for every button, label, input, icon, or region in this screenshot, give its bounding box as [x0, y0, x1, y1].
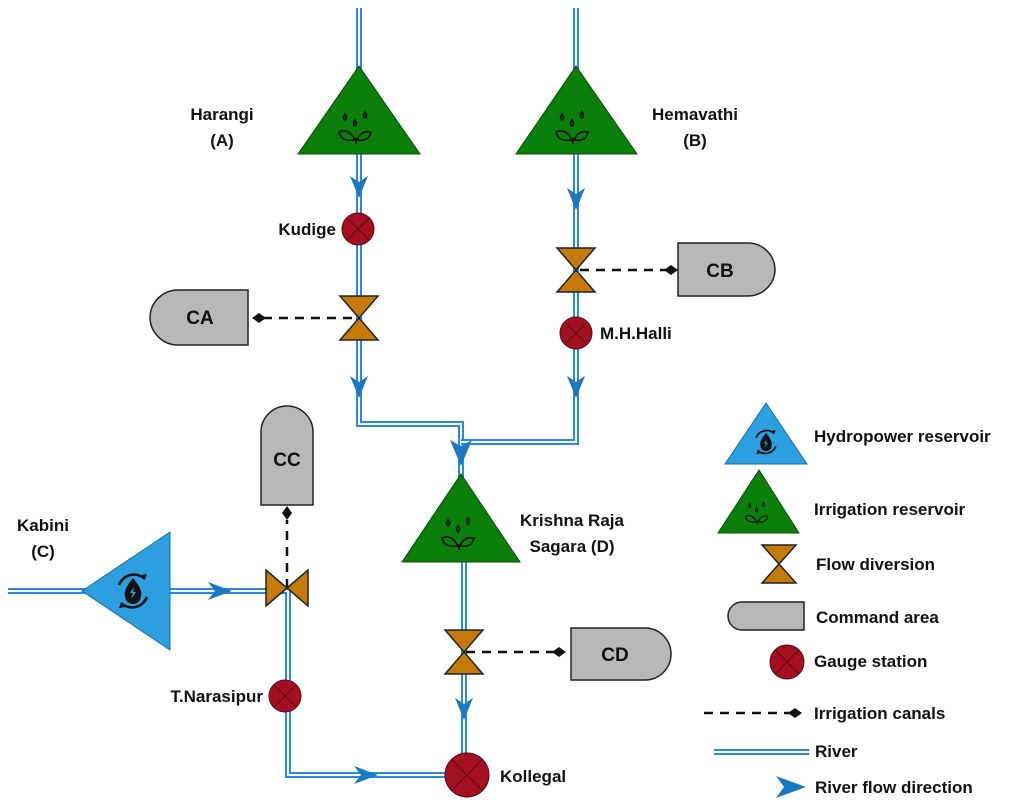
- canal-diamond-icon: [552, 647, 566, 657]
- legend-item-hydropower-reservoir: Hydropower reservoir: [724, 402, 991, 465]
- reservoir-code: (B): [683, 131, 707, 150]
- reservoir-code: (A): [210, 131, 234, 150]
- legend-item-irrigation-reservoir: Irrigation reservoir: [717, 469, 966, 534]
- legend-label: Gauge station: [814, 652, 927, 671]
- legend-label: Irrigation canals: [814, 704, 945, 723]
- legend-label: Hydropower reservoir: [814, 427, 991, 446]
- flow-diversion-ca[interactable]: [338, 295, 380, 341]
- flow-diversion-icon: [760, 544, 798, 584]
- flow-arrow-icon: [208, 582, 232, 600]
- legend-item-gauge-station: Gauge station: [769, 644, 927, 680]
- flow-diversion-cd[interactable]: [443, 629, 485, 675]
- legend-label: Command area: [816, 608, 939, 627]
- irrigation-canals: [252, 265, 678, 657]
- reservoir-hemavathi[interactable]: Hemavathi (B): [515, 65, 738, 155]
- river-network: [8, 8, 579, 778]
- reservoir-krishna-raja-sagara[interactable]: Krishna Raja Sagara (D): [401, 473, 625, 563]
- command-area-shape: [677, 242, 776, 297]
- command-area-shape: [727, 601, 805, 631]
- flow-diversion-cc[interactable]: [265, 568, 309, 608]
- flow-arrow-icon: [455, 698, 473, 720]
- flow-arrow-icon: [350, 376, 368, 398]
- irrigation-reservoir-icon: [717, 469, 800, 534]
- command-area-label: CB: [706, 261, 733, 282]
- reservoir-name: Sagara (D): [529, 537, 614, 556]
- flow-arrow-icon: [350, 176, 368, 198]
- gauge-station-label: Kudige: [278, 220, 336, 239]
- command-area-shape: [149, 289, 249, 346]
- reservoir-code: (C): [31, 542, 55, 561]
- river-kabini-branch: [8, 588, 450, 778]
- command-area-cc[interactable]: CC: [260, 405, 314, 506]
- legend-item-irrigation-canals: Irrigation canals: [704, 704, 945, 723]
- command-area-shape: [260, 405, 314, 506]
- canal-diamond-icon: [282, 506, 292, 520]
- reservoir-name: Harangi: [190, 105, 253, 124]
- gauge-station-mhhalli[interactable]: M.H.Halli: [559, 316, 672, 350]
- command-area-shape: [570, 627, 672, 681]
- gauge-station-label: T.Narasipur: [170, 687, 263, 706]
- reservoir-name: Kabini: [17, 516, 69, 535]
- legend-label: Irrigation reservoir: [814, 500, 966, 519]
- canal-diamond-icon: [664, 265, 678, 275]
- flow-diversion-icon: [338, 295, 380, 341]
- legend-item-flow-diversion: Flow diversion: [760, 544, 935, 584]
- legend-item-river: River: [714, 742, 858, 761]
- legend-item-river-flow-direction: River flow direction: [776, 776, 973, 798]
- legend-label: River flow direction: [815, 778, 973, 797]
- gauge-station-tnarasipur[interactable]: T.Narasipur: [170, 679, 302, 713]
- gauge-station-kollegal[interactable]: Kollegal: [444, 752, 566, 798]
- gauge-station-label: Kollegal: [500, 767, 566, 786]
- river-hemavathi-branch: [461, 8, 579, 445]
- flow-diversion-icon: [443, 629, 485, 675]
- flow-diversion-icon: [555, 247, 597, 293]
- irrigation-reservoir-icon: [515, 65, 638, 155]
- legend-label: River: [815, 742, 858, 761]
- flow-diversion-icon: [265, 568, 309, 608]
- irrigation-reservoir-icon: [401, 473, 521, 563]
- reservoir-kabini[interactable]: Kabini (C): [17, 516, 171, 651]
- command-area-label: CC: [273, 450, 301, 471]
- command-area-label: CD: [601, 645, 628, 666]
- legend: Hydropower reservoir Irrigation reservoi…: [704, 402, 991, 798]
- gauge-station-label: M.H.Halli: [600, 324, 672, 343]
- command-area-ca[interactable]: CA: [149, 289, 249, 346]
- flow-arrow-icon: [567, 376, 585, 398]
- flow-arrow-icon: [450, 440, 472, 466]
- command-area-label: CA: [186, 308, 214, 329]
- reservoir-name: Hemavathi: [652, 105, 738, 124]
- irrigation-reservoir-icon: [297, 65, 421, 155]
- command-area-cd[interactable]: CD: [570, 627, 672, 681]
- flow-diversion-cb[interactable]: [555, 247, 597, 293]
- flow-arrow-icon: [567, 188, 585, 210]
- legend-item-command-area: Command area: [727, 601, 939, 631]
- flow-arrow-icon: [776, 776, 806, 798]
- river-harangi-branch: [356, 8, 464, 490]
- legend-label: Flow diversion: [816, 555, 935, 574]
- flow-arrows: [208, 176, 585, 784]
- reservoir-harangi[interactable]: Harangi (A): [190, 65, 421, 155]
- canal-diamond-icon: [252, 313, 266, 323]
- canal-diamond-icon: [788, 708, 802, 718]
- gauge-station-kudige[interactable]: Kudige: [278, 212, 375, 246]
- command-area-cb[interactable]: CB: [677, 242, 776, 297]
- flow-arrow-icon: [354, 766, 378, 784]
- reservoir-name: Krishna Raja: [520, 511, 624, 530]
